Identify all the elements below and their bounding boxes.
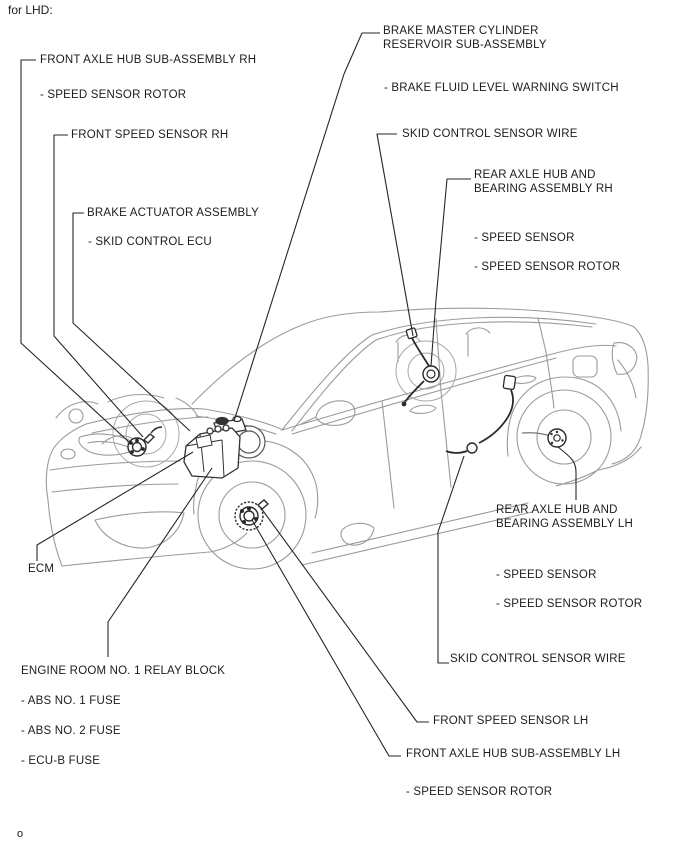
brake-actuator-assembly-component [183,424,241,479]
label-speed-sensor-rotor-front-rh: - SPEED SENSOR ROTOR [40,89,187,101]
rear-wheel-lh [516,389,612,485]
label-line: BEARING ASSEMBLY LH [496,518,633,530]
variant-title: for LHD: [8,3,53,17]
leader-skid-wire-lh [437,455,465,664]
leader-brake-actuator [72,212,191,432]
label-speed-sensor-rotor-front-lh: - SPEED SENSOR ROTOR [406,786,553,798]
rear-wheel-rh-far-side [395,340,457,402]
callout-leader-lines [20,32,577,757]
footer-mark: o [17,828,24,840]
label-brake-actuator-assembly: BRAKE ACTUATOR ASSEMBLY [87,207,260,219]
front-axle-hub-lh-component [234,499,270,531]
label-line: REAR AXLE HUB AND [474,169,596,181]
leader-relay-block [107,467,213,657]
label-line: BEARING ASSEMBLY RH [474,183,613,195]
leader-front-speed-sensor-rh [53,134,144,438]
label-rear-speed-sensor-rh: - SPEED SENSOR [474,232,575,244]
label-skid-control-sensor-wire-lh: SKID CONTROL SENSOR WIRE [450,653,626,665]
car-body-outline [45,307,649,567]
leader-skid-wire-rh [376,133,414,337]
label-rear-axle-hub-bearing-rh: REAR AXLE HUB AND BEARING ASSEMBLY RH [474,168,613,196]
label-brake-fluid-level-warning-switch: - BRAKE FLUID LEVEL WARNING SWITCH [384,82,619,94]
label-ecu-b-fuse: - ECU-B FUSE [21,755,101,767]
label-ecm: ECM [28,563,55,575]
label-line: BRAKE MASTER CYLINDER [383,25,539,37]
front-wheel-rh-far-side [112,400,180,468]
label-engine-room-relay-block: ENGINE ROOM NO. 1 RELAY BLOCK [21,665,226,677]
label-front-axle-hub-sub-assembly-rh: FRONT AXLE HUB SUB-ASSEMBLY RH [40,54,257,66]
label-rear-speed-sensor-rotor-rh: - SPEED SENSOR ROTOR [474,261,621,273]
label-front-speed-sensor-rh: FRONT SPEED SENSOR RH [71,129,229,141]
leader-front-axle-hub-rh [20,59,131,444]
front-axle-hub-rh-component [127,426,163,457]
label-skid-control-ecu: - SKID CONTROL ECU [88,236,212,248]
rear-axle-hub-rh-and-sensor-wire [401,327,440,407]
label-rear-axle-hub-bearing-lh: REAR AXLE HUB AND BEARING ASSEMBLY LH [496,503,633,531]
leader-ecm [36,451,194,561]
label-line: REAR AXLE HUB AND [496,504,618,516]
leader-front-speed-sensor-lh [260,507,429,723]
label-line: RESERVOIR SUB-ASSEMBLY [383,39,547,51]
label-brake-master-cylinder-reservoir: BRAKE MASTER CYLINDER RESERVOIR SUB-ASSE… [383,24,547,52]
label-abs-no2-fuse: - ABS NO. 2 FUSE [21,725,121,737]
leader-front-axle-hub-lh [251,519,401,757]
leader-brake-master-cylinder [233,32,380,422]
label-rear-speed-sensor-lh: - SPEED SENSOR [496,569,597,581]
label-abs-no1-fuse: - ABS NO. 1 FUSE [21,695,121,707]
label-front-axle-hub-sub-assembly-lh: FRONT AXLE HUB SUB-ASSEMBLY LH [406,748,621,760]
label-skid-control-sensor-wire-rh: SKID CONTROL SENSOR WIRE [402,128,578,140]
front-wheel-lh [197,460,307,570]
leader-rear-hub-lh [557,446,577,500]
rear-axle-hub-lh-and-sensor-wire [445,374,567,454]
label-front-speed-sensor-lh: FRONT SPEED SENSOR LH [433,715,589,727]
leader-rear-hub-rh [430,178,471,367]
label-rear-speed-sensor-rotor-lh: - SPEED SENSOR ROTOR [496,598,643,610]
